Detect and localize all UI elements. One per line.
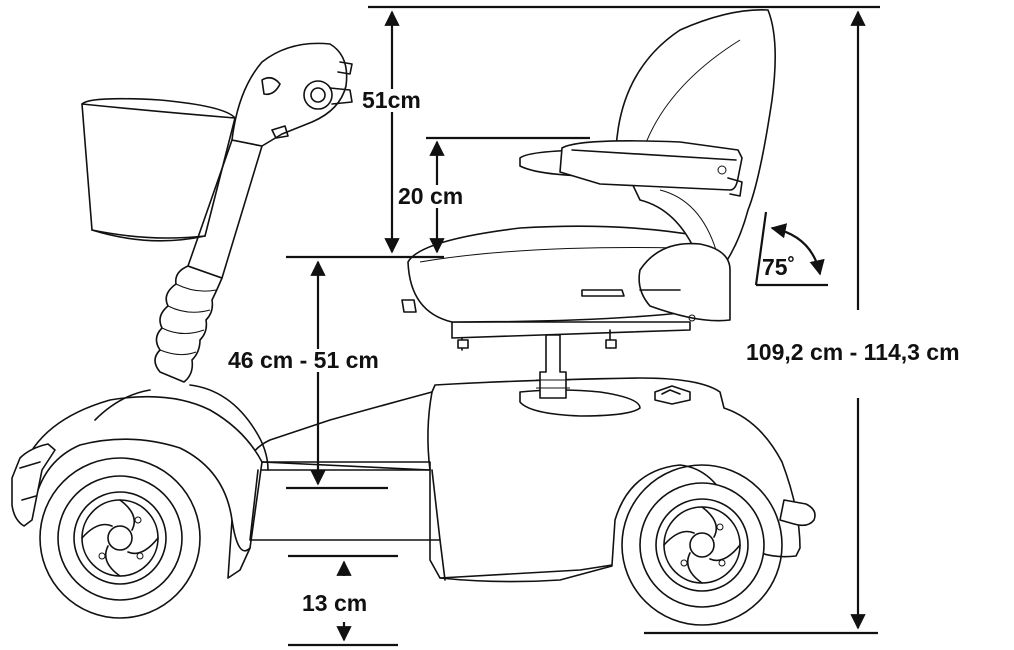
basket: [81, 97, 236, 242]
scooter-body: [11, 377, 816, 583]
overall-height-label: 109,2 cm - 114,3 cm: [746, 339, 960, 365]
front-wheel: [39, 457, 201, 619]
armrest-height-label: 20 cm: [398, 183, 464, 209]
seat: [401, 9, 776, 399]
backrest-angle-label: 75˚: [762, 254, 796, 280]
seat-height-label: 46 cm - 51 cm: [228, 347, 379, 373]
dimension-lines: [286, 5, 880, 647]
handle-height-label: 51cm: [362, 87, 421, 113]
rear-wheel: [621, 464, 783, 626]
tiller: [154, 42, 353, 383]
ground-clearance-label: 13 cm: [302, 590, 368, 616]
